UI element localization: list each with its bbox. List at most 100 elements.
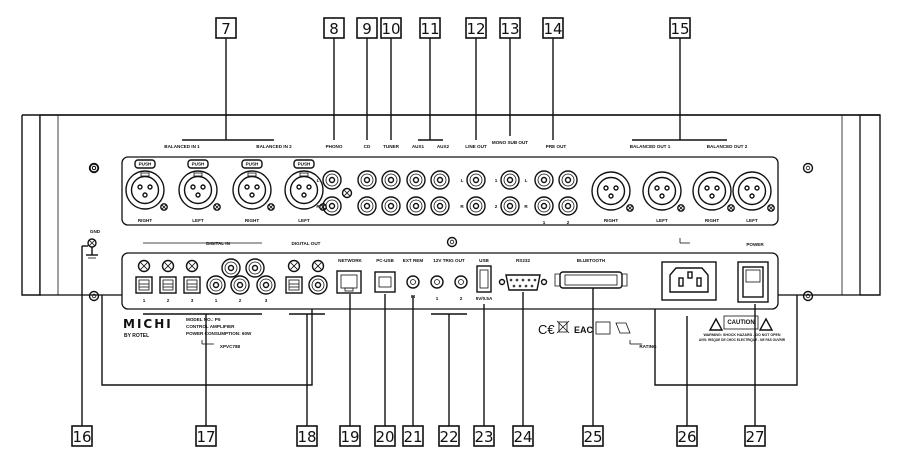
balanced-out-xlr-jack[interactable]: [642, 171, 682, 211]
optical-in-2-jack[interactable]: [159, 276, 177, 294]
power-inlet-iec[interactable]: [661, 261, 717, 301]
phono-right-jack[interactable]: [322, 196, 342, 216]
cd-left-jack[interactable]: [357, 170, 377, 190]
xlr-label-left: LEFT: [192, 218, 204, 223]
channel-label-l: L: [461, 178, 464, 183]
pre-out-1-right-jack[interactable]: [534, 196, 554, 216]
optical-out-jack[interactable]: [285, 276, 303, 294]
callout-number: 11: [420, 20, 439, 38]
usb-port[interactable]: [476, 265, 492, 293]
xlr-label-right: RIGHT: [138, 218, 152, 223]
callout-number: 24: [513, 428, 532, 446]
pc-usb-port[interactable]: [374, 271, 396, 293]
channel-label-r: R: [524, 204, 528, 209]
xlr-label-right: RIGHT: [604, 218, 618, 223]
balanced-in-xlr-jack[interactable]: [284, 170, 324, 210]
label-power: POWER: [746, 242, 764, 247]
cd-right-jack[interactable]: [357, 196, 377, 216]
label-trig-out: 12V TRIG OUT: [433, 258, 465, 263]
svg-text:EAC: EAC: [574, 325, 594, 335]
optical-in-1-jack[interactable]: [135, 276, 153, 294]
digital-panel-screw-icon: [185, 259, 199, 273]
callout-18: 18: [296, 425, 318, 447]
callout-19: 19: [339, 425, 361, 447]
coax-in-1-jack[interactable]: [206, 275, 226, 295]
serial-tag: XPVC788: [220, 344, 241, 349]
aux1-right-jack[interactable]: [406, 196, 426, 216]
aux1-left-jack[interactable]: [406, 170, 426, 190]
sub-out-2-jack[interactable]: [500, 196, 520, 216]
push-label: PUSH: [246, 162, 259, 167]
callout-number: 12: [466, 20, 485, 38]
push-tab[interactable]: PUSH: [187, 159, 209, 169]
sub-out-1-jack[interactable]: [500, 170, 520, 190]
aux2-left-jack[interactable]: [430, 170, 450, 190]
balanced-in-xlr-jack[interactable]: [125, 170, 165, 210]
tuner-left-jack[interactable]: [381, 170, 401, 190]
line-out-left-jack[interactable]: [466, 170, 486, 190]
line-out-right-jack[interactable]: [466, 196, 486, 216]
phono-left-jack[interactable]: [322, 170, 342, 190]
aux2-right-jack[interactable]: [430, 196, 450, 216]
coax-out-jack[interactable]: [308, 275, 328, 295]
label-balanced-out-2: BALANCED OUT 2: [707, 144, 748, 149]
label-rs232: RS232: [516, 258, 530, 263]
push-tab[interactable]: PUSH: [293, 159, 315, 169]
xlr-label-left: LEFT: [656, 218, 668, 223]
channel-label-r: R: [316, 204, 320, 209]
svg-text:C€: C€: [538, 322, 555, 337]
pre-out-1-left-jack[interactable]: [534, 170, 554, 190]
push-tab[interactable]: PUSH: [134, 159, 156, 169]
rs232-port[interactable]: [498, 274, 548, 291]
trigger-out-jack[interactable]: [430, 275, 444, 289]
warning-text: WARNING: SHOCK HAZARD - DO NOT OPEN: [703, 333, 780, 337]
callout-number: 7: [221, 20, 231, 38]
balanced-in-xlr-jack[interactable]: [232, 170, 272, 210]
ground-terminal-icon[interactable]: [86, 238, 98, 259]
network-ethernet-port[interactable]: [336, 270, 362, 294]
label-pre-out: PRE OUT: [546, 144, 567, 149]
tuner-right-jack[interactable]: [381, 196, 401, 216]
coax-in-3-jack[interactable]: [256, 275, 276, 295]
digital-in-label-3: 3: [191, 298, 194, 303]
coax-in-top-jack[interactable]: [221, 258, 241, 278]
push-label: PUSH: [139, 162, 152, 167]
coax-in-2-jack[interactable]: [230, 275, 250, 295]
caution-text: CAUTION: [727, 320, 754, 326]
callout-10: 10: [380, 17, 402, 39]
pre-out-2-right-jack[interactable]: [558, 196, 578, 216]
label-digital-out: DIGITAL OUT: [292, 241, 321, 246]
label-balanced-out-1: BALANCED OUT 1: [630, 144, 671, 149]
label-mono-sub-out: MONO SUB OUT: [492, 140, 528, 145]
label-aux1: AUX1: [412, 144, 425, 149]
pre-out-2-left-jack[interactable]: [558, 170, 578, 190]
callout-number: 27: [745, 428, 764, 446]
optical-in-3-jack[interactable]: [183, 276, 201, 294]
digital-in-label-3: 3: [265, 298, 268, 303]
coax-in-top-jack[interactable]: [245, 258, 265, 278]
digital-panel: [121, 252, 779, 310]
balanced-out-xlr-jack[interactable]: [692, 171, 732, 211]
label-balanced-in-1: BALANCED IN 1: [164, 144, 200, 149]
power-switch[interactable]: [737, 261, 769, 303]
label-digital-in: DIGITAL IN: [206, 241, 231, 246]
xlr-label-left: LEFT: [298, 218, 310, 223]
balanced-out-xlr-jack[interactable]: [732, 171, 772, 211]
ext-rem-jack[interactable]: [406, 275, 420, 289]
digital-panel-screw-icon: [161, 259, 175, 273]
label-tuner: TUNER: [383, 144, 400, 149]
trigger-out-jack[interactable]: [454, 275, 468, 289]
balanced-in-xlr-jack[interactable]: [178, 170, 218, 210]
balanced-out-xlr-jack[interactable]: [591, 171, 631, 211]
push-tab[interactable]: PUSH: [241, 159, 263, 169]
chassis-screw-icon: [88, 162, 100, 174]
chassis-screw-icon: [802, 162, 814, 174]
callout-17: 17: [195, 425, 217, 447]
label-cd: CD: [364, 144, 371, 149]
bluetooth-antenna-connector[interactable]: [554, 271, 628, 289]
digital-panel-screw-icon: [287, 259, 301, 273]
rating-tag: RATING: [639, 344, 657, 349]
label-phono: PHONO: [326, 144, 343, 149]
channel-label-r: R: [460, 204, 464, 209]
channel-label-1: 1: [495, 178, 498, 183]
